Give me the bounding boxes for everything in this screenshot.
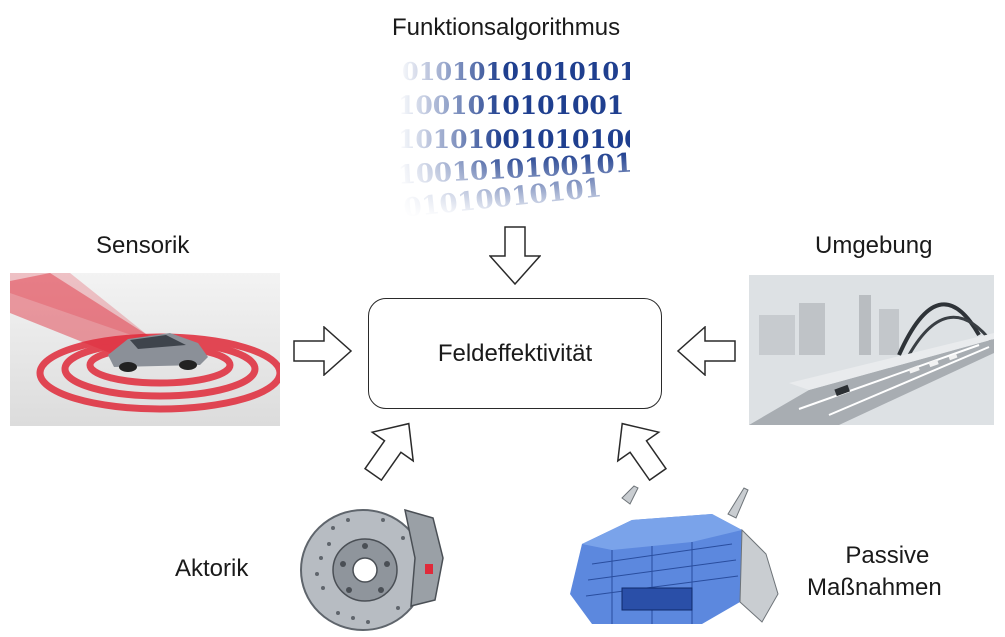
node-label-funktionsalgorithmus: Funktionsalgorithmus (392, 14, 621, 41)
sensor-car-image (10, 273, 280, 426)
binary-code-image: 0101010101010101 1001010101001 01 101010… (398, 56, 630, 216)
car-body-structure-image (552, 484, 784, 634)
node-label-umgebung: Umgebung (815, 232, 933, 259)
center-label: Feldeffektivität (437, 339, 593, 367)
node-label-passive-massnahmen: Passive Maßnahmen (807, 540, 942, 604)
feldeffektivitaet-box: Feldeffektivität (368, 298, 662, 409)
passive-line2: Maßnahmen (807, 574, 942, 601)
arrow-left-icon (676, 326, 736, 376)
node-label-sensorik: Sensorik (96, 232, 190, 259)
arrow-right-icon (293, 326, 353, 376)
environment-road-image (749, 275, 994, 425)
passive-line1: Passive (845, 542, 930, 569)
arrow-up-right-icon (363, 422, 415, 482)
arrow-down-icon (489, 226, 541, 286)
brake-disc-image (293, 488, 453, 633)
node-label-aktorik: Aktorik (175, 555, 249, 582)
arrow-up-left-icon (616, 422, 668, 482)
